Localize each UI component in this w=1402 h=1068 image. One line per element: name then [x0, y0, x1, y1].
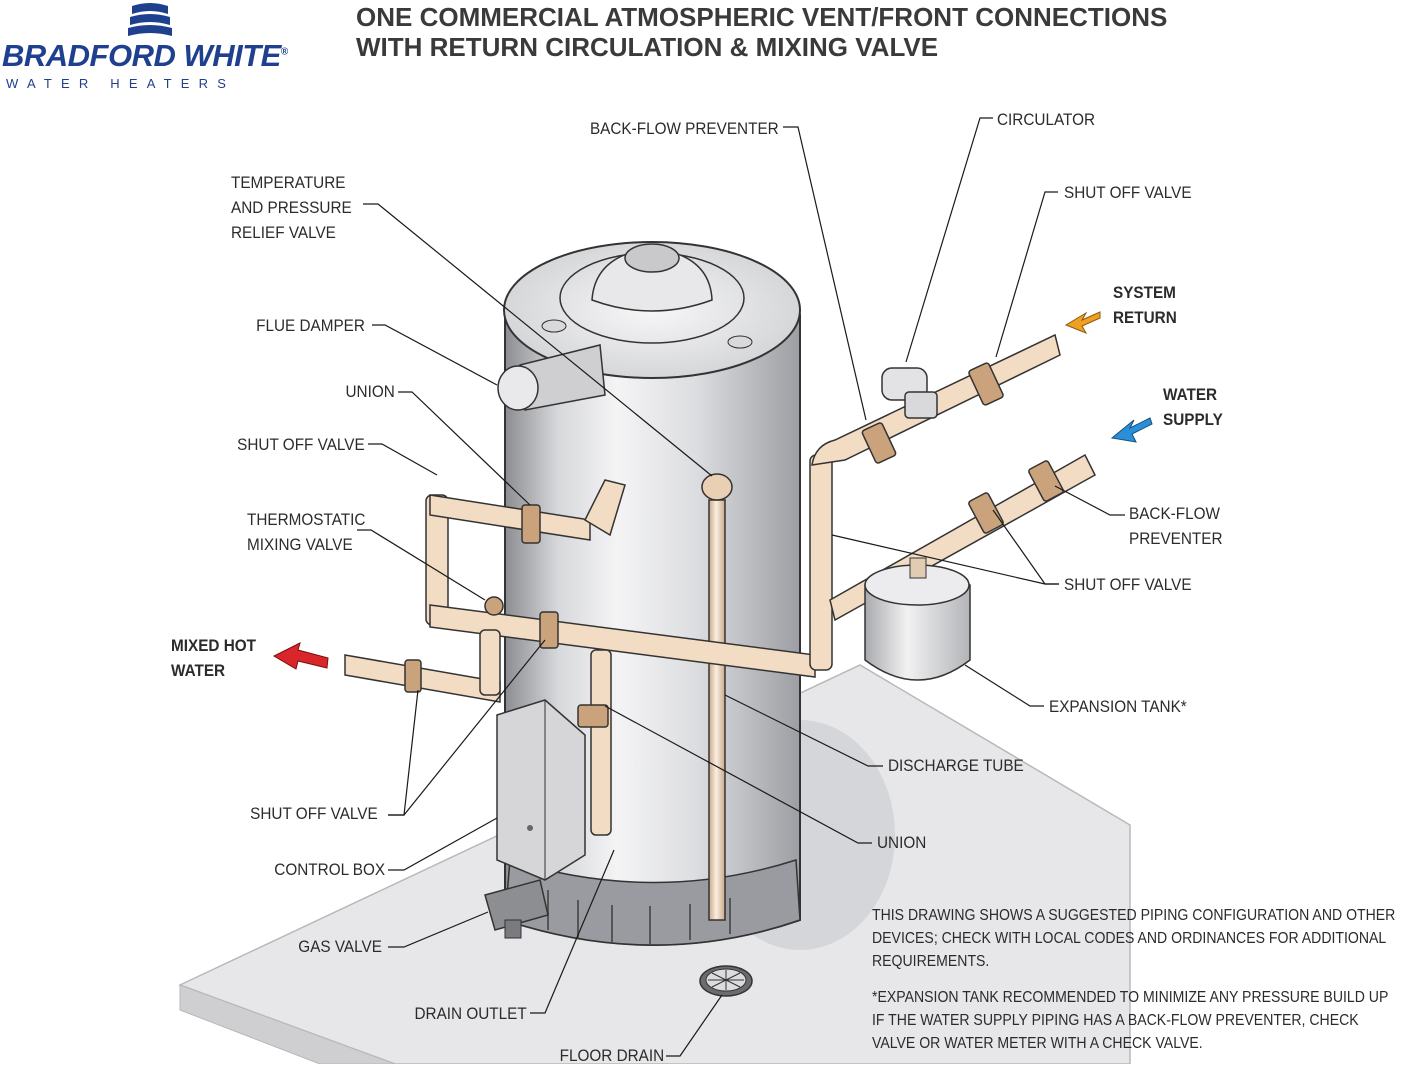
label-mixed-hot-water: MIXED HOT WATER [171, 636, 257, 680]
label-floor-drain: FLOOR DRAIN [559, 1046, 664, 1065]
title-line-1: ONE COMMERCIAL ATMOSPHERIC VENT/FRONT CO… [356, 2, 1168, 32]
label-back-flow-preventer-top: BACK-FLOW PREVENTER [590, 119, 779, 138]
label-union-bottom: UNION [877, 833, 927, 852]
label-shut-off-valve-right: SHUT OFF VALVE [1064, 575, 1192, 594]
label-expansion-tank: EXPANSION TANK* [1049, 697, 1187, 716]
label-shut-off-valve-left: SHUT OFF VALVE [237, 435, 365, 454]
floor-drain [699, 965, 753, 997]
note-piping-configuration: THIS DRAWING SHOWS A SUGGESTED PIPING CO… [872, 907, 1396, 970]
label-gas-valve: GAS VALVE [298, 937, 382, 956]
label-flue-damper: FLUE DAMPER [256, 316, 365, 335]
tp-relief-valve [701, 473, 733, 921]
note-expansion-tank: *EXPANSION TANK RECOMMENDED TO MINIMIZE … [872, 989, 1389, 1052]
label-water-supply: WATER SUPPLY [1163, 385, 1223, 429]
system-return-arrow-icon [1064, 311, 1101, 334]
label-drain-outlet: DRAIN OUTLET [414, 1004, 527, 1023]
label-control-box: CONTROL BOX [274, 860, 385, 879]
label-circulator: CIRCULATOR [997, 110, 1096, 129]
label-tp-relief-valve: TEMPERATURE AND PRESSURE RELIEF VALVE [231, 173, 352, 242]
label-union-top: UNION [345, 382, 395, 401]
gas-valve [484, 879, 549, 939]
water-heater-tank [503, 241, 801, 946]
flue-damper [497, 344, 606, 411]
label-shut-off-valve-bottom-left: SHUT OFF VALVE [250, 804, 378, 823]
label-back-flow-preventer-right: BACK-FLOW PREVENTER [1129, 504, 1223, 548]
circulator [881, 367, 938, 419]
page-title: ONE COMMERCIAL ATMOSPHERIC VENT/FRONT CO… [356, 2, 1167, 62]
registered-mark: ® [280, 46, 288, 58]
flow-arrows [272, 311, 1153, 670]
label-thermostatic-mixing-valve: THERMOSTATIC MIXING VALVE [247, 510, 366, 554]
valves-unions [404, 362, 1064, 728]
title-line-2: WITH RETURN CIRCULATION & MIXING VALVE [356, 32, 939, 62]
brand-name: BRADFORD WHITE® [2, 38, 288, 73]
expansion-tank [864, 557, 971, 681]
mixed-hot-water-arrow-icon [272, 642, 329, 670]
water-supply-arrow-icon [1110, 417, 1153, 443]
label-shut-off-valve-top-right: SHUT OFF VALVE [1064, 183, 1192, 202]
control-box [496, 699, 586, 881]
label-discharge-tube: DISCHARGE TUBE [888, 756, 1024, 775]
label-system-return: SYSTEM RETURN [1113, 283, 1177, 327]
leader-lines [357, 117, 1125, 1057]
brand-logo-waves [128, 3, 172, 36]
brand-tagline: WATER HEATERS [6, 76, 236, 91]
